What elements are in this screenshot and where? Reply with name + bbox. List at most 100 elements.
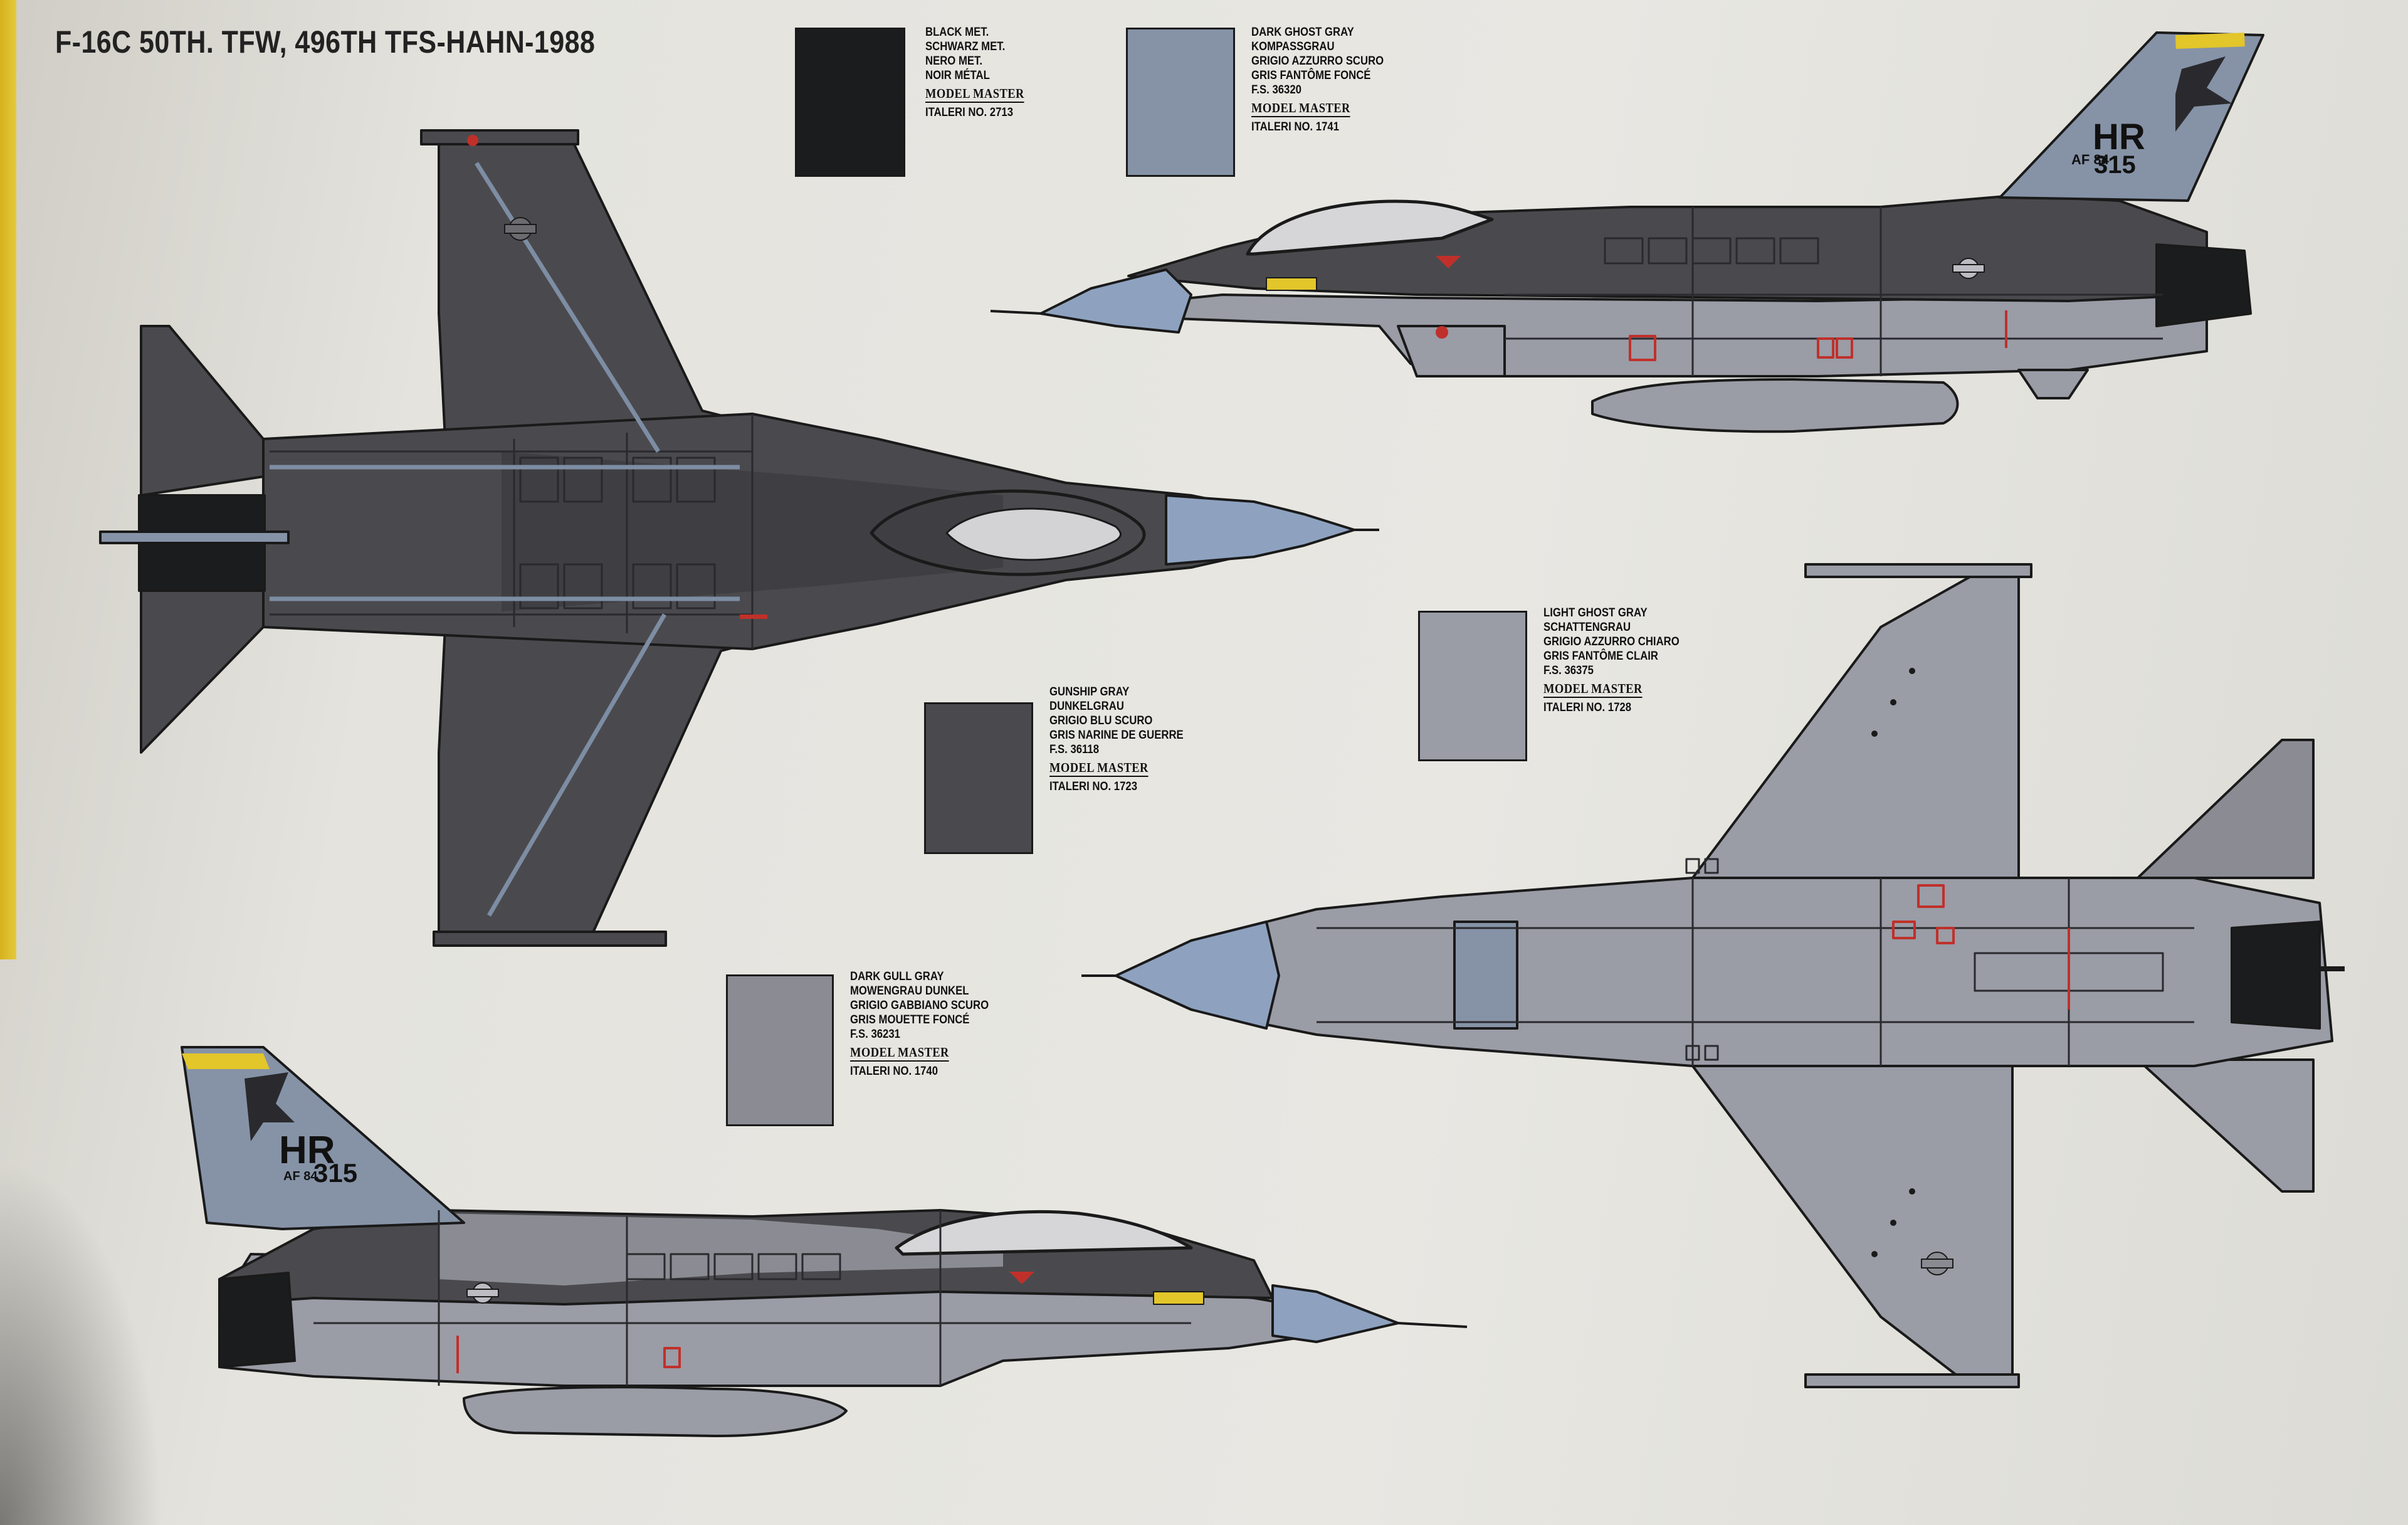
side-view-right-usaf-insignia xyxy=(1952,258,1985,279)
top-view-tail-boom xyxy=(99,530,290,544)
top-view-usaf-insignia xyxy=(504,217,537,241)
bottom-view-lower-wing xyxy=(1691,1065,2014,1381)
top-view-red-panel xyxy=(740,615,767,619)
bottom-view-upper-wing xyxy=(1691,569,2020,879)
bottom-view-exhaust xyxy=(2231,921,2321,1030)
side-view-right-exhaust xyxy=(2155,243,2252,327)
fs-number: F.S. 36118 xyxy=(1049,743,1100,756)
label-line: NERO MET. xyxy=(925,55,983,68)
side-view-left-red-details xyxy=(456,1336,681,1373)
swatch-label-gunship-gray: GUNSHIP GRAY DUNKELGRAU GRIGIO BLU SCURO… xyxy=(1049,685,1184,794)
top-view-hstab-upper xyxy=(140,325,265,497)
side-view-right-tail-code: HR xyxy=(2093,117,2145,157)
top-view-wingtip-rail-upper xyxy=(420,129,579,145)
label-line: GRIGIO AZZURRO CHIARO xyxy=(1543,635,1680,648)
side-view-right-pitot xyxy=(990,310,1043,315)
fs-number: F.S. 36320 xyxy=(1251,83,1301,97)
italeri-number: ITALERI NO. 1723 xyxy=(1049,780,1138,793)
side-view-left-exhaust xyxy=(218,1272,296,1368)
side-view-left-panel-lines xyxy=(313,1210,1191,1386)
label-line: LIGHT GHOST GRAY xyxy=(1543,606,1648,620)
fs-number: F.S. 36375 xyxy=(1543,664,1594,677)
label-line: GRIGIO BLU SCURO xyxy=(1049,714,1153,727)
top-view-radome xyxy=(1165,494,1355,566)
swatch-label-light-ghost-gray: LIGHT GHOST GRAY SCHATTENGRAU GRIGIO AZZ… xyxy=(1543,606,1680,715)
swatch-label-dark-ghost-gray: DARK GHOST GRAY KOMPASSGRAU GRIGIO AZZUR… xyxy=(1251,25,1384,134)
swatch-label-dark-gull-gray: DARK GULL GRAY MOWENGRAU DUNKEL GRIGIO G… xyxy=(850,969,989,1079)
brand-logo-model-master: MODEL MASTER xyxy=(1049,761,1149,777)
brand-logo-model-master: MODEL MASTER xyxy=(850,1045,949,1062)
top-view-lower-wing xyxy=(438,626,766,942)
side-view-right-ventral-fin xyxy=(2017,369,2089,399)
hand-shadow xyxy=(0,1160,163,1525)
side-view-right-intake xyxy=(1397,325,1506,377)
brand-logo-model-master: MODEL MASTER xyxy=(1251,101,1350,117)
bottom-view-intake xyxy=(1453,921,1518,1030)
side-view-left-fin-stripe xyxy=(182,1053,270,1069)
side-view-right-serial-prefix: AF 84 xyxy=(2071,152,2110,167)
label-line: DUNKELGRAU xyxy=(1049,700,1124,713)
italeri-number: ITALERI NO. 1741 xyxy=(1251,120,1340,134)
side-view-right-fuselage-lower xyxy=(1039,293,2208,377)
top-view-red-marker xyxy=(467,135,478,146)
swatch-gunship-gray xyxy=(924,702,1033,854)
side-view-left-drop-tank xyxy=(463,1386,848,1437)
bottom-view-radome xyxy=(1115,921,1280,1030)
label-line: GRIS MOUETTE FONCÉ xyxy=(850,1013,970,1026)
bottom-view-wingtip-rail-lower xyxy=(1804,1373,2020,1388)
side-view-right-canopy xyxy=(1246,199,1494,256)
top-view-aircraft xyxy=(99,129,1379,947)
side-view-right-drop-tank xyxy=(1591,378,1959,433)
page-title: F-16C 50TH. TFW, 496TH TFS-HAHN-1988 xyxy=(55,24,596,60)
side-view-left-canopy xyxy=(895,1210,1193,1256)
side-view-left-aircraft: HR AF 84 315 xyxy=(181,1046,1468,1437)
swatch-label-black-met: BLACK MET. SCHWARZ MET. NERO MET. NOIR M… xyxy=(925,25,1024,120)
bottom-view-hstab-upper xyxy=(2137,739,2315,879)
hawk-emblem-icon xyxy=(2175,56,2232,132)
swatch-light-ghost-gray xyxy=(1418,611,1527,761)
brand-logo-model-master: MODEL MASTER xyxy=(925,87,1024,103)
side-view-right-fin-stripe xyxy=(2175,33,2245,49)
bottom-view-hstab-lower xyxy=(2137,1058,2315,1193)
side-view-right-panel-lines xyxy=(1505,207,2163,376)
bottom-view-wingtip-rail-upper xyxy=(1804,563,2032,578)
swatch-dark-ghost-gray xyxy=(1126,28,1235,177)
side-view-right-serial: 315 xyxy=(2094,151,2136,179)
side-view-left-pitot xyxy=(1397,1322,1468,1328)
side-view-right-red-details xyxy=(1629,310,2007,361)
italeri-number: ITALERI NO. 1740 xyxy=(850,1065,938,1078)
side-view-left-rescue-arrow xyxy=(1153,1291,1204,1305)
label-line: GRIS NARINE DE GUERRE xyxy=(1049,729,1184,742)
label-line: GRIS FANTÔME FONCÉ xyxy=(1251,69,1371,82)
side-view-right-warning-triangle xyxy=(1436,256,1461,268)
top-view-canopy-inner xyxy=(945,507,1122,561)
side-view-right-rescue-arrow xyxy=(1266,277,1317,291)
side-view-right-red-dot xyxy=(1436,326,1448,339)
label-line: NOIR MÉTAL xyxy=(925,69,990,82)
side-view-left-radome xyxy=(1271,1284,1399,1343)
side-view-left-tail-code: HR xyxy=(279,1129,335,1172)
label-line: GRIGIO AZZURRO SCURO xyxy=(1251,55,1384,68)
bottom-view-panel-dots xyxy=(1871,668,1915,1257)
top-view-demarcation-lines xyxy=(270,162,740,917)
label-line: GUNSHIP GRAY xyxy=(1049,685,1130,699)
top-view-wingtip-rail-lower xyxy=(433,931,667,947)
label-line: DARK GULL GRAY xyxy=(850,970,944,983)
italeri-number: ITALERI NO. 2713 xyxy=(925,106,1014,119)
swatch-dark-gull-gray xyxy=(726,974,834,1126)
side-view-right-aircraft: HR AF 84 315 xyxy=(990,31,2264,433)
label-line: KOMPASSGRAU xyxy=(1251,40,1335,53)
top-view-panel-lines xyxy=(270,414,754,649)
side-view-left-usaf-insignia xyxy=(466,1282,499,1304)
italeri-number: ITALERI NO. 1728 xyxy=(1543,701,1632,714)
side-view-left-warning-triangle xyxy=(1009,1272,1034,1284)
label-line: SCHATTENGRAU xyxy=(1543,621,1631,634)
label-line: GRIGIO GABBIANO SCURO xyxy=(850,999,989,1012)
bottom-view-usaf-insignia xyxy=(1921,1252,1953,1275)
bottom-view-red-details xyxy=(1892,884,2070,1010)
bottom-view-aircraft xyxy=(1081,563,2345,1388)
label-line: DARK GHOST GRAY xyxy=(1251,26,1354,39)
box-yellow-edge xyxy=(0,0,16,959)
